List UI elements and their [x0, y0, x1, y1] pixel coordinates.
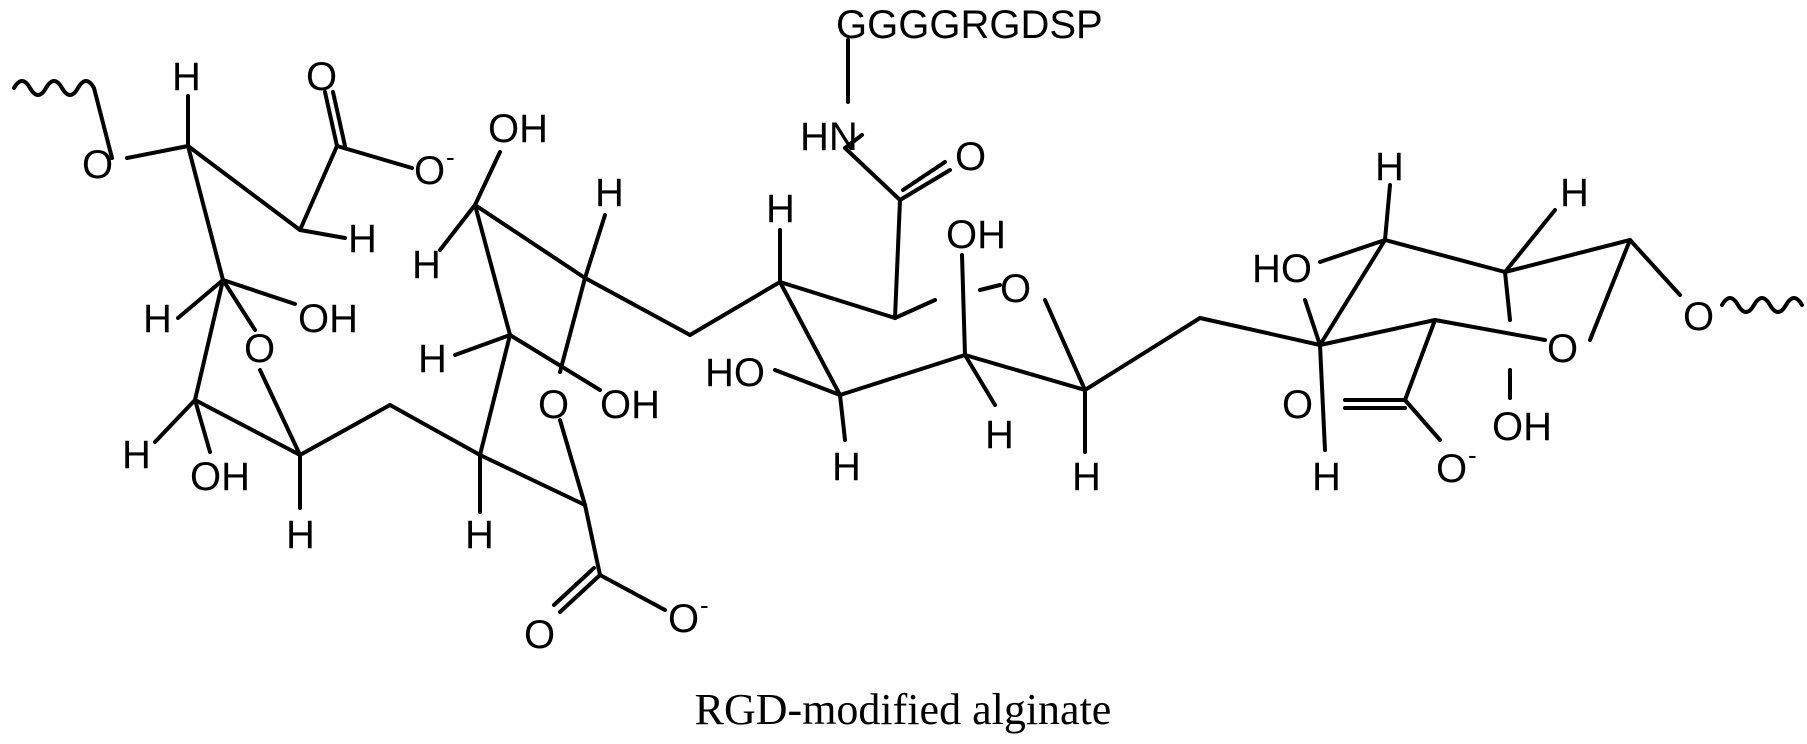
ring3-ho-left: HO — [705, 351, 765, 395]
ring1-ring-oxygen: O — [244, 327, 275, 371]
ring4-carboxylate-oxygen: O — [1436, 447, 1467, 491]
ring3-h-lower-right: H — [985, 413, 1014, 457]
ring2-oh-top: OH — [488, 107, 548, 151]
ring4-carboxyl-oxygen: O — [1282, 383, 1313, 427]
ring2-h-mid-left: H — [418, 337, 447, 381]
diagram-caption: RGD-modified alginate — [695, 685, 1112, 734]
ring3-h-bottom-left: H — [832, 445, 861, 489]
ring4-h-top: H — [1375, 145, 1404, 189]
peptide-label: GGGGRGDSP — [836, 3, 1103, 47]
right-glycosidic-oxygen: O — [1683, 295, 1714, 339]
ring3-h-bottom-right: H — [1072, 455, 1101, 499]
ring3-h-top-left: H — [766, 187, 795, 231]
ring2-h-top-right: H — [595, 171, 624, 215]
left-glycosidic-oxygen: O — [82, 143, 113, 187]
ring1-carboxylate-charge: - — [446, 142, 455, 172]
bonds — [14, 40, 1802, 612]
ring4-carboxylate-charge: - — [1468, 440, 1477, 470]
ring1-h-top: H — [172, 55, 201, 99]
ring2-oh-right: OH — [600, 383, 660, 427]
ring2-ring-oxygen: O — [538, 383, 569, 427]
ring4-oh-bottom: OH — [1492, 405, 1552, 449]
ring1-carboxylate-oxygen: O — [414, 149, 445, 193]
ring1-oh-lower: OH — [190, 455, 250, 499]
ring1-carboxyl-oxygen: O — [306, 55, 337, 99]
ring1-h-left: H — [143, 297, 172, 341]
ring4-h-bottom: H — [1312, 455, 1341, 499]
ring4-ho-left: HO — [1252, 247, 1312, 291]
ring1-oh-right: OH — [298, 297, 358, 341]
ring2-h-bottom: H — [465, 513, 494, 557]
ring2-carboxylate-oxygen: O — [668, 597, 699, 641]
amide-oxygen-label: O — [955, 135, 986, 179]
ring3-ring-oxygen: O — [1000, 267, 1031, 311]
ring2-h-left: H — [412, 243, 441, 287]
ring3-oh-top: OH — [946, 213, 1006, 257]
amide-nh-label: HN — [800, 115, 858, 159]
ring2-carboxylate-charge: - — [700, 590, 709, 620]
ring-3-bonds — [775, 135, 1085, 452]
ring1-h-lower-left: H — [122, 433, 151, 477]
ring2-carboxyl-oxygen: O — [524, 613, 555, 657]
ring4-ring-oxygen: O — [1547, 327, 1578, 371]
ring1-h-bottom: H — [286, 513, 315, 557]
right-chain-wavy-bond — [1722, 298, 1802, 312]
ring4-h-top-right: H — [1560, 171, 1589, 215]
ring1-h-right: H — [348, 217, 377, 261]
